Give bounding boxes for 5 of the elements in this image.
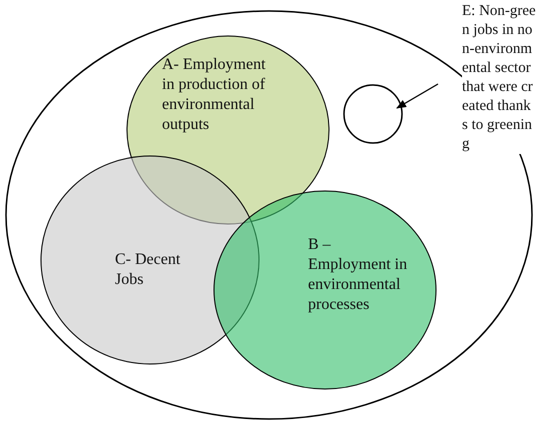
annotation-text: E: Non-green jobs in non-environmental sector that were created thanks to greening (462, 2, 536, 154)
circle-label: B – Employment in environmental processes (308, 235, 408, 315)
circle-label: C- Decent Jobs (115, 250, 182, 290)
arrow (396, 83, 438, 109)
circle-label: A- Employment in production of environmental outputs (162, 55, 267, 135)
